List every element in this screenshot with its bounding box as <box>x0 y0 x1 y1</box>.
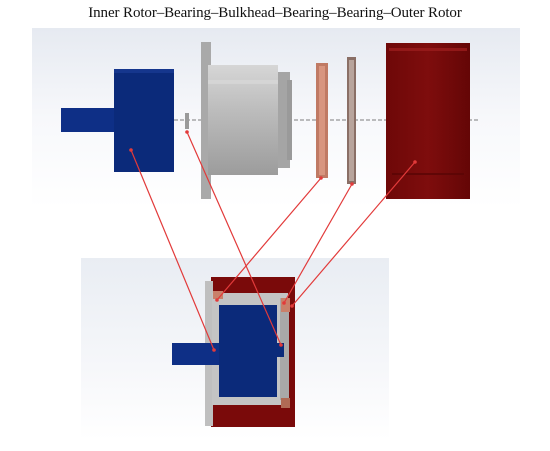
inner-rotor-shaft <box>61 108 117 132</box>
assembled-section-view <box>81 258 389 440</box>
bearing-pad-bottom-right <box>281 398 290 408</box>
bearing-copper-exploded <box>316 63 328 178</box>
connector-dot <box>350 182 354 186</box>
connector-dot <box>185 130 189 134</box>
connector-dot <box>319 176 323 180</box>
outer-rotor-exploded <box>386 43 470 199</box>
connector-lines <box>130 131 416 351</box>
connector-copper-bearing <box>216 177 322 301</box>
bulkhead-flange <box>201 42 211 199</box>
connector-dot <box>413 160 417 164</box>
inner-rotor-body <box>114 69 174 172</box>
inner-rotor-assembled-shaft <box>172 343 222 365</box>
connector-outer-rotor <box>291 161 416 307</box>
bearing-brown-exploded <box>347 57 356 184</box>
connector-dot <box>282 301 286 305</box>
figure-caption: Inner Rotor–Bearing–Bulkhead–Bearing–Bea… <box>88 5 462 21</box>
inner-rotor-assembled <box>172 305 284 397</box>
inner-rotor-assembled-body <box>219 305 277 397</box>
connector-dot <box>212 348 216 352</box>
inner-bearing-exploded <box>185 113 189 129</box>
connector-inner-rotor <box>130 149 215 351</box>
connector-dot <box>290 304 294 308</box>
inner-rotor-exploded <box>61 69 174 172</box>
outer-rotor-body <box>386 43 470 199</box>
connector-brown-bearing <box>283 183 353 304</box>
connector-endpoints <box>129 130 417 352</box>
connector-dot <box>129 148 133 152</box>
bearing-pad-top-left <box>213 291 223 299</box>
connector-dot <box>215 298 219 302</box>
connector-inner-bearing <box>186 131 282 346</box>
connector-dot <box>279 343 283 347</box>
bulkhead-exploded <box>201 42 292 199</box>
exploded-view <box>32 28 520 208</box>
bearing-pad-top-right <box>281 298 290 312</box>
